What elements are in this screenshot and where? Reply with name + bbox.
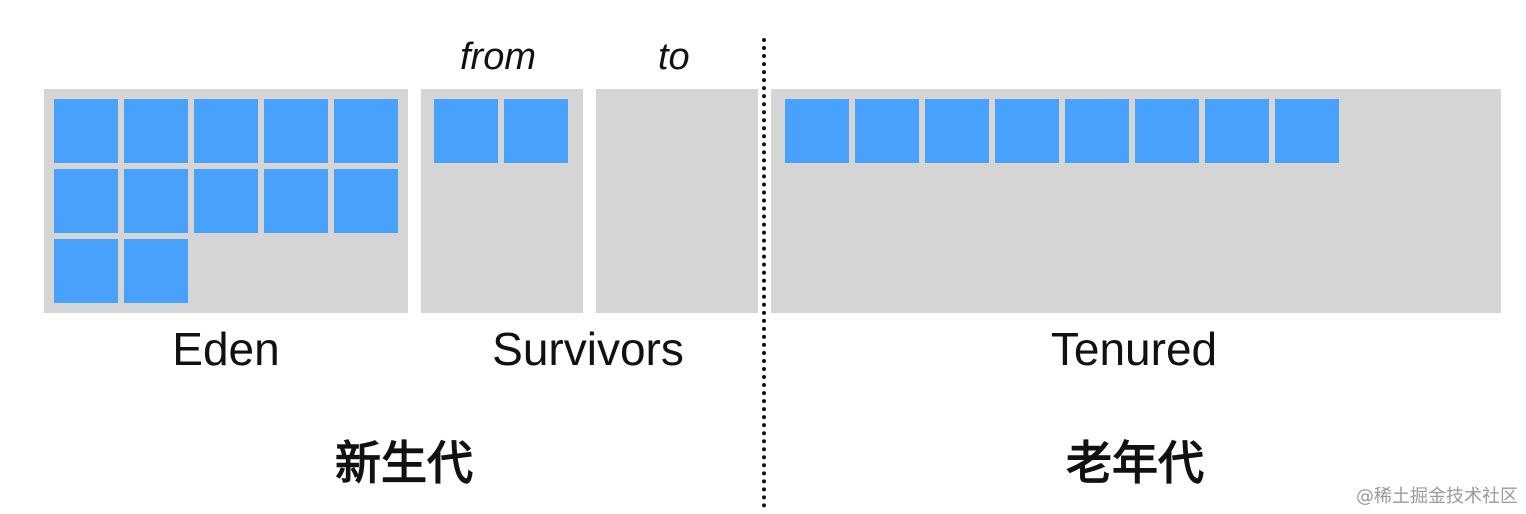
eden-object-block: [124, 239, 188, 303]
survivor-object-block: [504, 99, 568, 163]
eden-object-block: [194, 99, 258, 163]
survivor-from-label: from: [460, 36, 536, 78]
eden-object-block: [54, 239, 118, 303]
eden-label: Eden: [172, 323, 280, 375]
old-generation-label: 老年代: [1066, 436, 1204, 490]
tenured-object-block: [1205, 99, 1269, 163]
eden-object-block: [54, 99, 118, 163]
survivors-label: Survivors: [492, 323, 684, 375]
eden-object-block: [194, 169, 258, 233]
eden-object-block: [54, 169, 118, 233]
tenured-object-block: [1275, 99, 1339, 163]
eden-object-block: [264, 169, 328, 233]
watermark: @稀土掘金技术社区: [1356, 486, 1518, 507]
tenured-object-block: [785, 99, 849, 163]
eden-object-block: [264, 99, 328, 163]
tenured-label: Tenured: [1050, 323, 1218, 375]
tenured-object-block: [995, 99, 1059, 163]
tenured-object-block: [1135, 99, 1199, 163]
eden-object-block: [334, 169, 398, 233]
young-generation-label: 新生代: [335, 436, 473, 490]
tenured-object-block: [1065, 99, 1129, 163]
eden-object-block: [334, 99, 398, 163]
generation-divider: [762, 38, 766, 508]
survivor-to-region: [596, 89, 758, 313]
tenured-object-block: [855, 99, 919, 163]
eden-object-block: [124, 99, 188, 163]
tenured-object-block: [925, 99, 989, 163]
survivor-to-label: to: [658, 36, 690, 78]
survivor-object-block: [434, 99, 498, 163]
eden-object-block: [124, 169, 188, 233]
